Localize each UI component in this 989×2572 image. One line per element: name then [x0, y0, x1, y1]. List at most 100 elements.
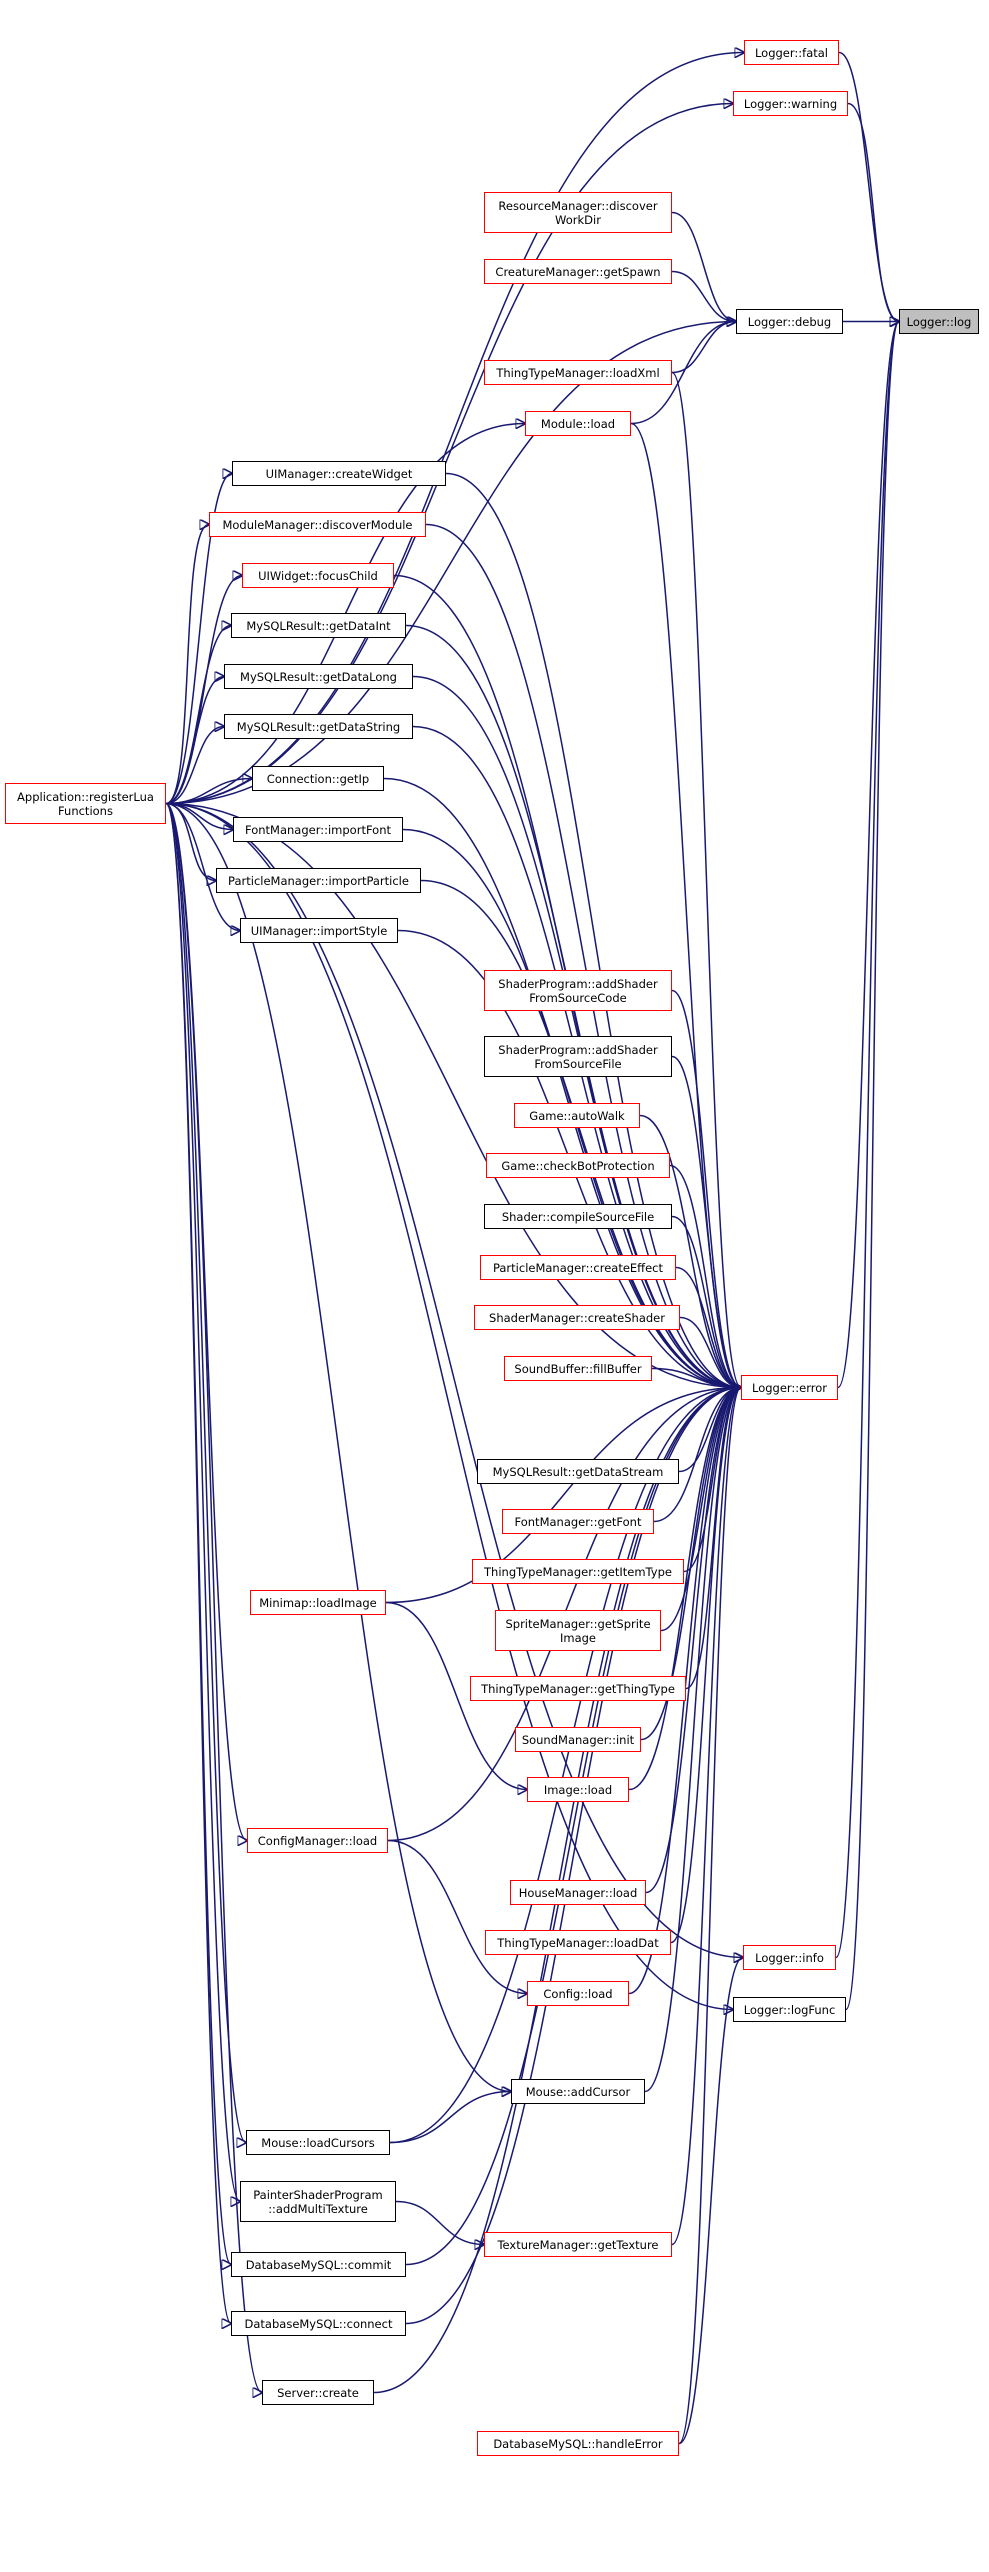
node-mysqlresult-getdatalong[interactable]: MySQLResult::getDataLong [224, 664, 413, 689]
edge-application-registerluafunctions-to-mysqlresult-getdataint [165, 626, 231, 805]
node-logger-info[interactable]: Logger::info [743, 1945, 836, 1970]
node-housemanager-load[interactable]: HouseManager::load [510, 1880, 646, 1905]
node-mysqlresult-getdatastring[interactable]: MySQLResult::getDataString [224, 714, 413, 739]
edge-databasemysql-commit-to-logger-error [405, 1388, 741, 2266]
node-logger-logfunc[interactable]: Logger::logFunc [733, 1997, 846, 2022]
edge-application-registerluafunctions-to-logger-warning [165, 104, 733, 805]
node-server-create[interactable]: Server::create [262, 2380, 374, 2405]
edge-application-registerluafunctions-to-logger-fatal [165, 53, 744, 805]
node-databasemysql-connect[interactable]: DatabaseMySQL::connect [231, 2311, 406, 2336]
node-databasemysql-handleerror[interactable]: DatabaseMySQL::handleError [477, 2431, 679, 2456]
node-databasemysql-commit[interactable]: DatabaseMySQL::commit [231, 2252, 406, 2277]
edge-application-registerluafunctions-to-mouse-loadcursors [165, 802, 246, 2143]
node-thingtypemanager-loadxml[interactable]: ThingTypeManager::loadXml [484, 360, 672, 385]
node-mouse-addcursor[interactable]: Mouse::addCursor [511, 2079, 645, 2104]
node-mysqlresult-getdatastream[interactable]: MySQLResult::getDataStream [477, 1459, 679, 1484]
edge-creaturemanager-getspawn-to-logger-debug [671, 270, 736, 322]
node-mouse-loadcursors[interactable]: Mouse::loadCursors [246, 2130, 390, 2155]
node-shader-compilesourcefile[interactable]: Shader::compileSourceFile [484, 1204, 672, 1229]
edge-game-checkbotprotection-to-logger-error [669, 1164, 741, 1388]
edge-group [165, 51, 899, 2445]
node-shaderprogram-addshaderfromsourcecode[interactable]: ShaderProgram::addShader FromSourceCode [484, 970, 672, 1011]
edge-module-load-to-logger-debug [630, 322, 736, 425]
edge-fontmanager-getfont-to-logger-error [653, 1388, 741, 1523]
node-particlemanager-createeffect[interactable]: ParticleManager::createEffect [480, 1255, 676, 1280]
node-thingtypemanager-loaddat[interactable]: ThingTypeManager::loadDat [485, 1930, 671, 1955]
edge-particlemanager-createeffect-to-logger-error [675, 1266, 741, 1388]
node-game-autowalk[interactable]: Game::autoWalk [514, 1103, 640, 1128]
node-creaturemanager-getspawn[interactable]: CreatureManager::getSpawn [484, 259, 672, 284]
node-spritemanager-getspriteimage[interactable]: SpriteManager::getSprite Image [495, 1610, 661, 1651]
edge-databasemysql-handleerror-to-logger-error [678, 1388, 741, 2445]
node-thingtypemanager-getthingtype[interactable]: ThingTypeManager::getThingType [470, 1676, 686, 1701]
node-config-load[interactable]: Config::load [527, 1981, 629, 2006]
node-particlemanager-importparticle[interactable]: ParticleManager::importParticle [216, 868, 421, 893]
node-shaderprogram-addshaderfromsourcefile[interactable]: ShaderProgram::addShader FromSourceFile [484, 1036, 672, 1077]
edge-logger-error-to-logger-log [837, 322, 899, 1389]
edge-databasemysql-handleerror-to-logger-info [678, 1958, 743, 2445]
node-logger-error[interactable]: Logger::error [741, 1375, 838, 1400]
node-fontmanager-importfont[interactable]: FontManager::importFont [233, 817, 403, 842]
edge-configmanager-load-to-config-load [387, 1839, 527, 1994]
edge-modulemanager-discovermodule-to-logger-error [425, 523, 741, 1388]
node-uiwidget-focuschild[interactable]: UIWidget::focusChild [242, 563, 394, 588]
edge-application-registerluafunctions-to-connection-getip [165, 779, 252, 805]
edge-logger-warning-to-logger-log [847, 102, 899, 322]
edge-application-registerluafunctions-to-modulemanager-discovermodule [165, 525, 209, 805]
edge-mysqlresult-getdatalong-to-logger-error [412, 675, 741, 1388]
node-modulemanager-discovermodule[interactable]: ModuleManager::discoverModule [209, 512, 426, 537]
edge-application-registerluafunctions-to-databasemysql-connect [165, 802, 231, 2324]
edge-databasemysql-connect-to-logger-error [405, 1388, 741, 2325]
edge-paintershaderprogram-addmultitexture-to-texturemanager-gettexture [395, 2200, 484, 2245]
edge-image-load-to-logger-error [628, 1388, 741, 1791]
edge-thingtypemanager-loaddat-to-logger-error [670, 1388, 741, 1944]
node-logger-log: Logger::log [899, 309, 979, 334]
node-logger-debug[interactable]: Logger::debug [736, 309, 843, 334]
node-shadermanager-createshader[interactable]: ShaderManager::createShader [474, 1305, 680, 1330]
node-minimap-loadimage[interactable]: Minimap::loadImage [250, 1590, 386, 1615]
edge-logger-logfunc-to-logger-log [845, 322, 899, 2011]
node-mysqlresult-getdataint[interactable]: MySQLResult::getDataInt [231, 613, 406, 638]
edge-logger-info-to-logger-log [835, 322, 899, 1959]
node-logger-warning[interactable]: Logger::warning [733, 91, 848, 116]
edge-application-registerluafunctions-to-uimanager-importstyle [165, 802, 240, 931]
edge-minimap-loadimage-to-image-load [385, 1601, 527, 1790]
node-logger-fatal[interactable]: Logger::fatal [744, 40, 839, 65]
edge-application-registerluafunctions-to-paintershaderprogram-addmultitexture [165, 802, 240, 2202]
edge-thingtypemanager-getthingtype-to-logger-error [685, 1388, 741, 1690]
edge-thingtypemanager-loadxml-to-logger-debug [671, 322, 736, 374]
edge-application-registerluafunctions-to-mysqlresult-getdatastring [165, 727, 224, 805]
node-thingtypemanager-getitemtype[interactable]: ThingTypeManager::getItemType [472, 1559, 684, 1584]
node-game-checkbotprotection[interactable]: Game::checkBotProtection [486, 1153, 670, 1178]
node-image-load[interactable]: Image::load [527, 1777, 629, 1802]
node-uimanager-importstyle[interactable]: UIManager::importStyle [240, 918, 398, 943]
edge-logger-fatal-to-logger-log [838, 51, 899, 322]
node-fontmanager-getfont[interactable]: FontManager::getFont [502, 1509, 654, 1534]
edge-mouse-addcursor-to-logger-error [644, 1388, 741, 2093]
edge-spritemanager-getspriteimage-to-logger-error [660, 1388, 741, 1632]
edge-shaderprogram-addshaderfromsourcecode-to-logger-error [671, 989, 741, 1388]
node-soundbuffer-fillbuffer[interactable]: SoundBuffer::fillBuffer [504, 1356, 652, 1381]
edge-uimanager-createwidget-to-logger-error [445, 472, 741, 1388]
edge-game-autowalk-to-logger-error [639, 1114, 741, 1388]
node-connection-getip[interactable]: Connection::getIp [252, 766, 384, 791]
edge-thingtypemanager-loadxml-to-logger-error [671, 371, 741, 1388]
node-uimanager-createwidget[interactable]: UIManager::createWidget [232, 461, 446, 486]
edge-application-registerluafunctions-to-configmanager-load [165, 802, 247, 1841]
node-paintershaderprogram-addmultitexture[interactable]: PainterShaderProgram ::addMultiTexture [240, 2181, 396, 2222]
edge-minimap-loadimage-to-logger-error [385, 1388, 741, 1604]
edge-shader-compilesourcefile-to-logger-error [671, 1215, 741, 1388]
node-configmanager-load[interactable]: ConfigManager::load [247, 1828, 388, 1853]
node-soundmanager-init[interactable]: SoundManager::init [515, 1727, 641, 1752]
node-module-load[interactable]: Module::load [525, 411, 631, 436]
edge-resourcemanager-discoverworkdir-to-logger-debug [671, 211, 736, 322]
edge-shaderprogram-addshaderfromsourcefile-to-logger-error [671, 1055, 741, 1388]
edge-application-registerluafunctions-to-uimanager-createwidget [165, 474, 232, 805]
edge-application-registerluafunctions-to-server-create [165, 802, 262, 2393]
node-application-registerluafunctions[interactable]: Application::registerLua Functions [5, 783, 166, 824]
node-texturemanager-gettexture[interactable]: TextureManager::getTexture [484, 2232, 672, 2257]
edge-mouse-loadcursors-to-mouse-addcursor [389, 2092, 511, 2144]
node-resourcemanager-discoverworkdir[interactable]: ResourceManager::discover WorkDir [484, 192, 672, 233]
